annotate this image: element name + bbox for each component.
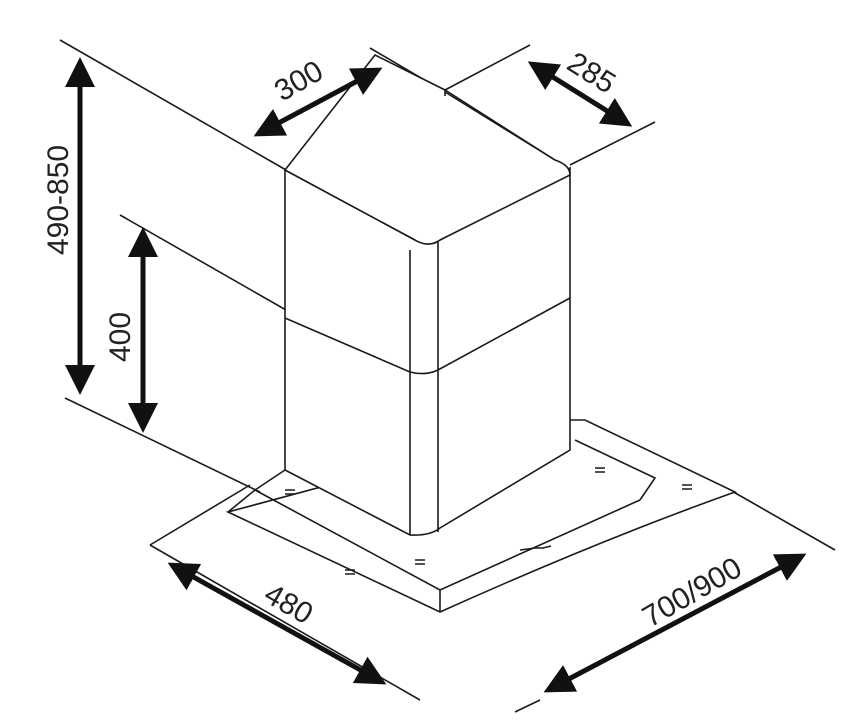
arrow-hood-depth xyxy=(167,562,387,685)
label-chimney-width: 285 xyxy=(561,46,621,101)
label-total-height: 490-850 xyxy=(42,145,75,255)
dimension-arrows xyxy=(65,57,807,693)
arrow-hood-width xyxy=(543,553,807,693)
arrow-chimney-depth xyxy=(253,67,383,137)
label-lower-height: 400 xyxy=(104,312,137,362)
chimney xyxy=(283,53,571,536)
arrow-chimney-width xyxy=(527,61,633,127)
label-hood-depth: 480 xyxy=(259,577,319,631)
